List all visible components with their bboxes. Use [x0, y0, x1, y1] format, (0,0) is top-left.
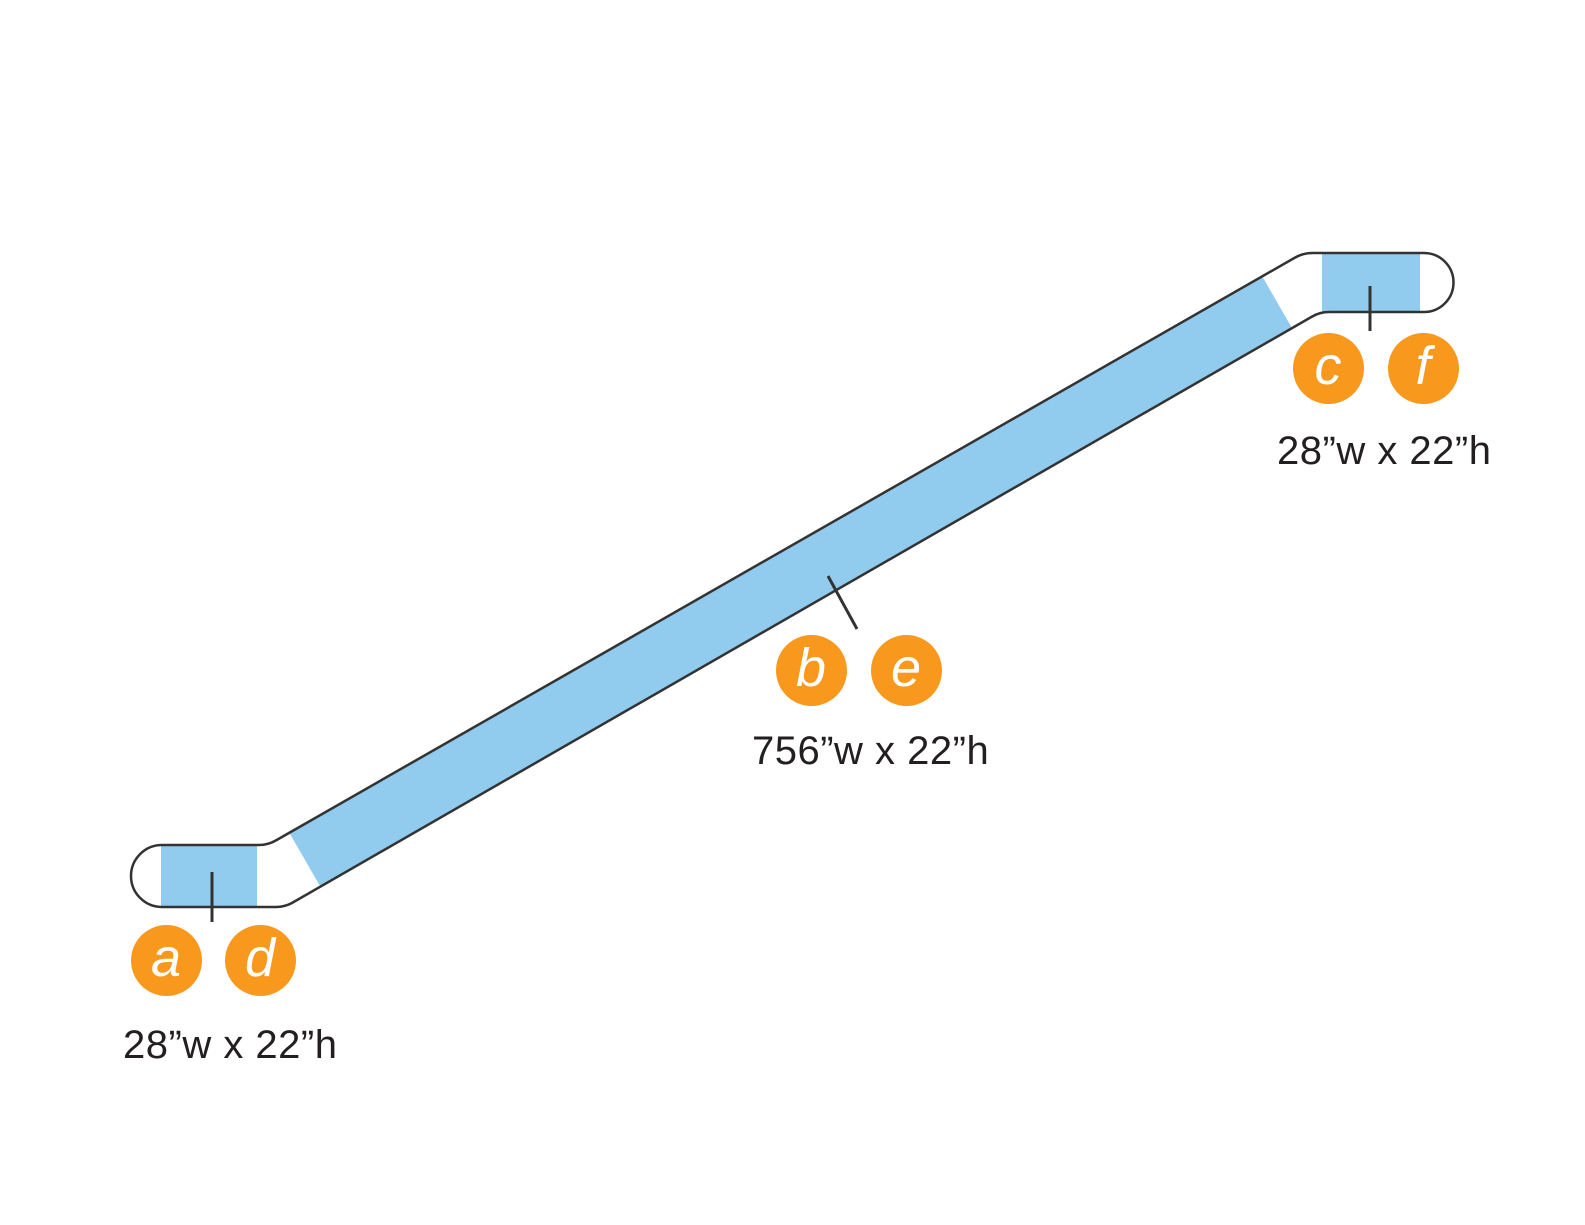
dimension-label-middle: 756”w x 22”h — [752, 729, 990, 773]
leader-line-middle — [826, 575, 859, 630]
dimension-label-top-right: 28”w x 22”h — [1277, 429, 1492, 473]
badge-d: d — [224, 924, 296, 996]
badge-a: a — [130, 924, 202, 996]
badge-e: e — [870, 634, 942, 706]
badge-c: c — [1292, 332, 1364, 404]
dimension-label-bottom-left: 28”w x 22”h — [123, 1023, 338, 1067]
badge-f: f — [1387, 332, 1459, 404]
escalator-outline — [129, 251, 1455, 909]
panel-b-highlight — [286, 269, 1296, 893]
panel-a-highlight — [161, 844, 257, 907]
badge-b: b — [775, 634, 847, 706]
